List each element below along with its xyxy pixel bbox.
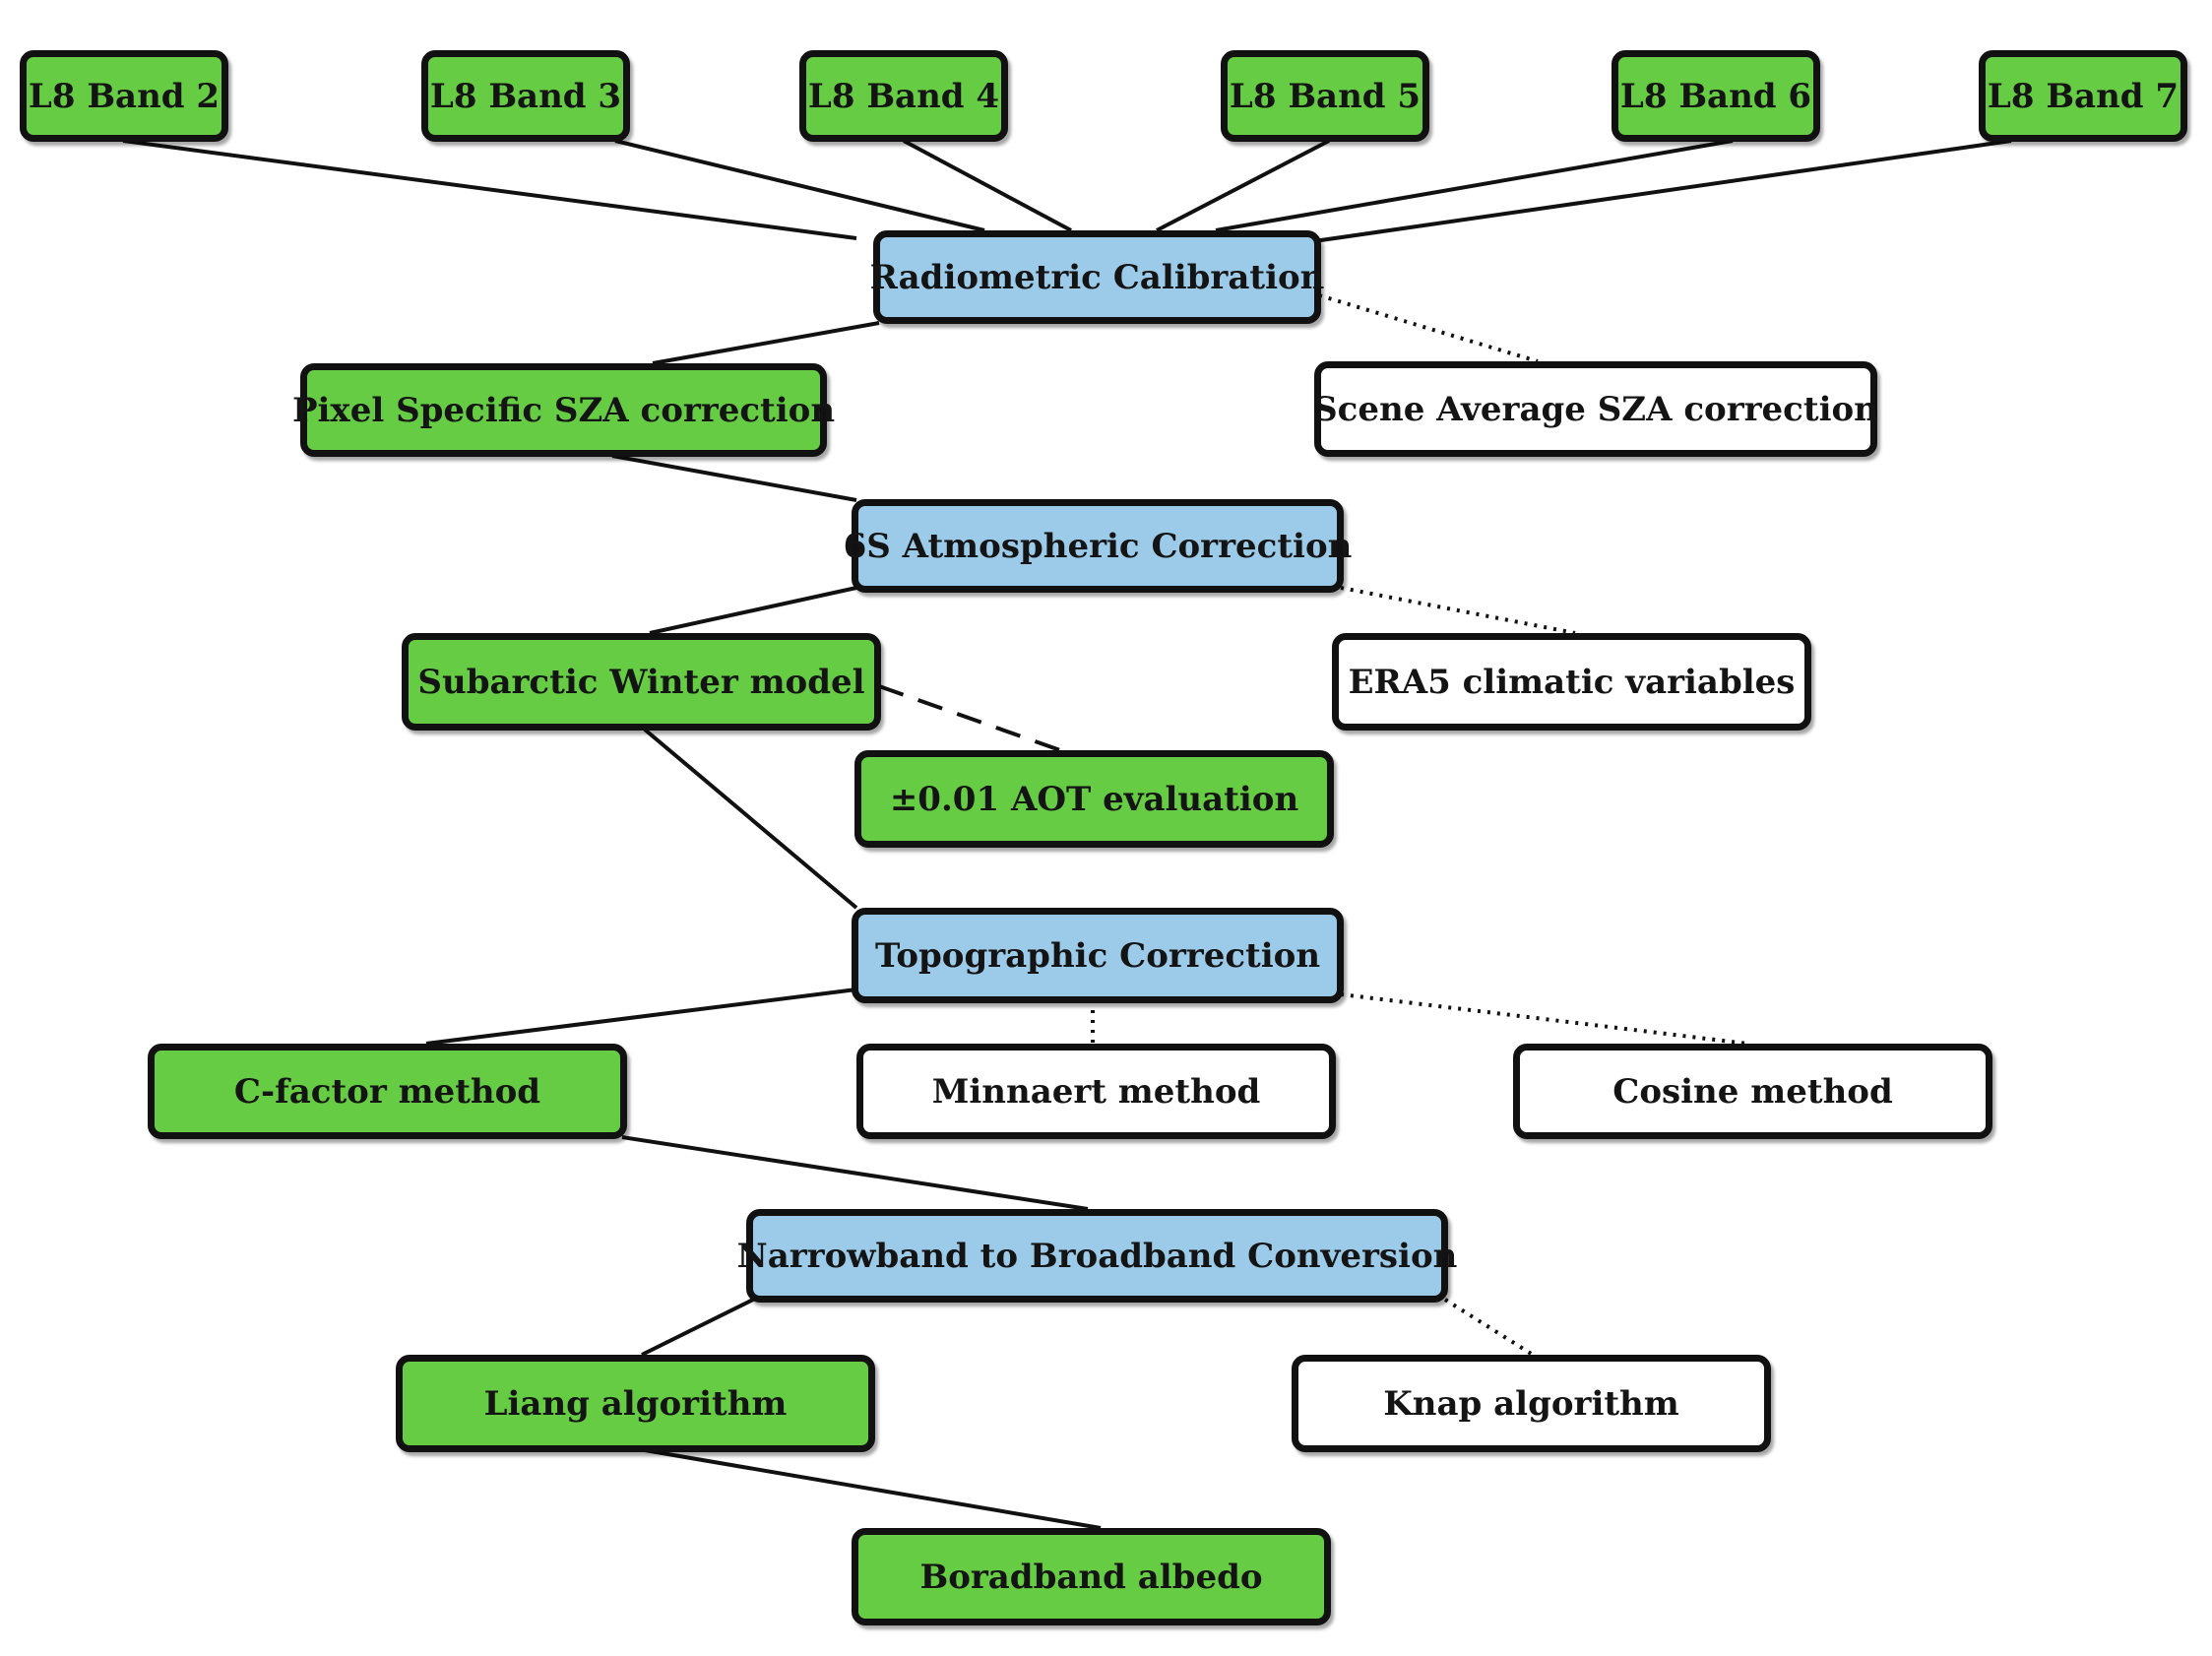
- edge-subarctic-aot: [878, 684, 1061, 752]
- edge-band7-radiometric: [1313, 139, 2012, 243]
- edge-band6-radiometric: [1215, 139, 1734, 232]
- node-scene-average-sza: Scene Average SZA correction: [1313, 361, 1878, 457]
- node-subarctic-winter-model: Subarctic Winter model: [402, 633, 881, 731]
- edge-pixel-sza-atmospheric: [611, 454, 857, 502]
- node-broadband-albedo: Boradband albedo: [852, 1528, 1331, 1625]
- edge-cfactor-narrowband: [621, 1135, 1089, 1211]
- edge-liang-broadband: [644, 1448, 1102, 1530]
- node-band4: L8 Band 4: [799, 50, 1008, 142]
- node-aot-evaluation: ±0.01 AOT evaluation: [854, 750, 1334, 848]
- node-band3: L8 Band 3: [421, 50, 630, 142]
- node-knap-algorithm: Knap algorithm: [1292, 1355, 1771, 1452]
- edge-band3-radiometric: [614, 139, 985, 232]
- node-narrowband-to-broadband: Narrowband to Broadband Conversion: [737, 1209, 1457, 1303]
- node-band6: L8 Band 6: [1612, 50, 1820, 142]
- node-liang-algorithm: Liang algorithm: [396, 1355, 875, 1452]
- node-6s-atmospheric-correction: 6S Atmospheric Correction: [844, 499, 1352, 593]
- node-band7: L8 Band 7: [1979, 50, 2187, 142]
- node-topographic-correction: Topographic Correction: [852, 908, 1344, 1003]
- node-band2: L8 Band 2: [20, 50, 228, 142]
- edge-topographic-cosine: [1340, 992, 1748, 1046]
- node-band5: L8 Band 5: [1221, 50, 1429, 142]
- edge-narrowband-knap: [1443, 1298, 1535, 1357]
- edge-atmospheric-subarctic: [649, 586, 857, 635]
- node-minnaert-method: Minnaert method: [856, 1044, 1336, 1139]
- edge-radiometric-pixel-sza: [652, 321, 880, 365]
- edge-atmospheric-era5: [1340, 586, 1576, 635]
- node-c-factor-method: C-factor method: [148, 1044, 627, 1139]
- edge-band4-radiometric: [903, 139, 1072, 232]
- node-cosine-method: Cosine method: [1513, 1044, 1992, 1139]
- edge-narrowband-liang: [641, 1298, 754, 1357]
- node-pixel-specific-sza: Pixel Specific SZA correction: [292, 363, 835, 457]
- node-radiometric-calibration: Radiometric Calibration: [870, 230, 1324, 324]
- edge-band5-radiometric: [1156, 139, 1330, 232]
- edge-topographic-cfactor: [425, 987, 857, 1046]
- edge-radiometric-scene-sza: [1318, 293, 1539, 363]
- node-era5-climatic-variables: ERA5 climatic variables: [1332, 633, 1811, 731]
- edge-subarctic-topographic: [643, 728, 858, 910]
- edge-band2-radiometric: [122, 139, 857, 240]
